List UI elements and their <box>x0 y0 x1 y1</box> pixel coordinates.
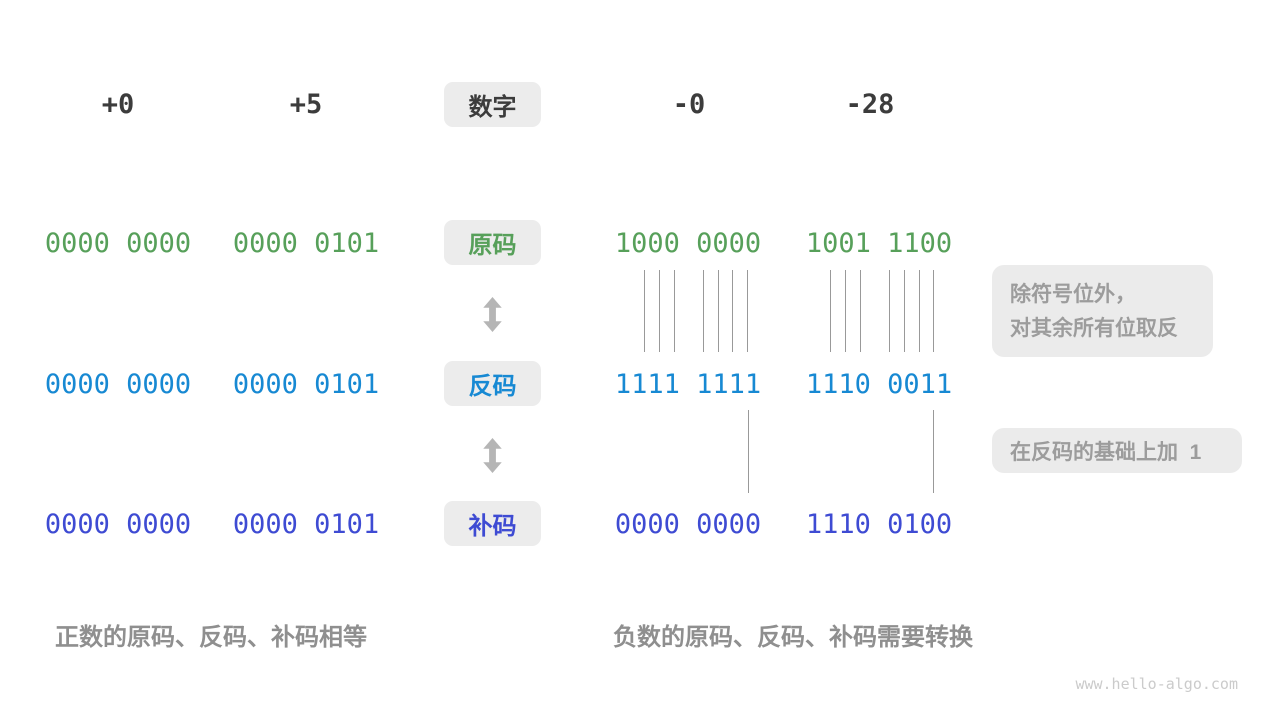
bit-flip-line <box>747 270 748 352</box>
binary-value: 0000 0101 <box>232 228 380 259</box>
flip-note-line2: 对其余所有位取反 <box>1010 317 1178 340</box>
flip-note-line1: 除符号位外， <box>1010 283 1136 306</box>
bit-flip-line <box>830 270 831 352</box>
binary-value: 0000 0000 <box>44 228 192 259</box>
binary-value: 0000 0101 <box>232 369 380 400</box>
binary-value: 0000 0000 <box>44 369 192 400</box>
negative-caption: 负数的原码、反码、补码需要转换 <box>613 624 973 651</box>
bit-flip-line <box>732 270 733 352</box>
double-arrow-icon <box>483 297 502 332</box>
binary-value: 0000 0101 <box>232 509 380 540</box>
plus-one-line <box>933 410 934 493</box>
twos-complement-badge: 补码 <box>444 501 541 546</box>
bit-flip-line <box>933 270 934 352</box>
ones-complement-badge: 反码 <box>444 361 541 406</box>
header-minus-zero: -0 <box>672 89 706 120</box>
flip-note: 除符号位外， 对其余所有位取反 <box>992 265 1213 357</box>
bit-flip-line <box>889 270 890 352</box>
bit-flip-line <box>860 270 861 352</box>
header-minus-28: -28 <box>845 89 895 120</box>
bit-flip-line <box>718 270 719 352</box>
binary-value: 1110 0100 <box>805 509 953 540</box>
bit-flip-line <box>644 270 645 352</box>
bit-flip-line <box>659 270 660 352</box>
binary-value: 0000 0000 <box>44 509 192 540</box>
positive-caption: 正数的原码、反码、补码相等 <box>55 624 367 651</box>
add-one-note-text: 在反码的基础上加 1 <box>1010 440 1202 464</box>
number-label-badge: 数字 <box>444 82 541 127</box>
bit-flip-line <box>904 270 905 352</box>
binary-value: 1001 1100 <box>805 228 953 259</box>
plus-one-line <box>748 410 749 493</box>
binary-value: 0000 0000 <box>614 509 762 540</box>
header-plus-zero: +0 <box>101 89 135 120</box>
bit-flip-line <box>703 270 704 352</box>
binary-value: 1110 0011 <box>805 369 953 400</box>
sign-magnitude-badge: 原码 <box>444 220 541 265</box>
site-watermark: www.hello-algo.com <box>1075 675 1238 693</box>
bit-flip-line <box>845 270 846 352</box>
add-one-note: 在反码的基础上加 1 <box>992 428 1242 473</box>
binary-value: 1000 0000 <box>614 228 762 259</box>
header-plus-five: +5 <box>289 89 323 120</box>
bit-flip-line <box>919 270 920 352</box>
bit-flip-line <box>674 270 675 352</box>
binary-value: 1111 1111 <box>614 369 762 400</box>
double-arrow-icon <box>483 438 502 473</box>
